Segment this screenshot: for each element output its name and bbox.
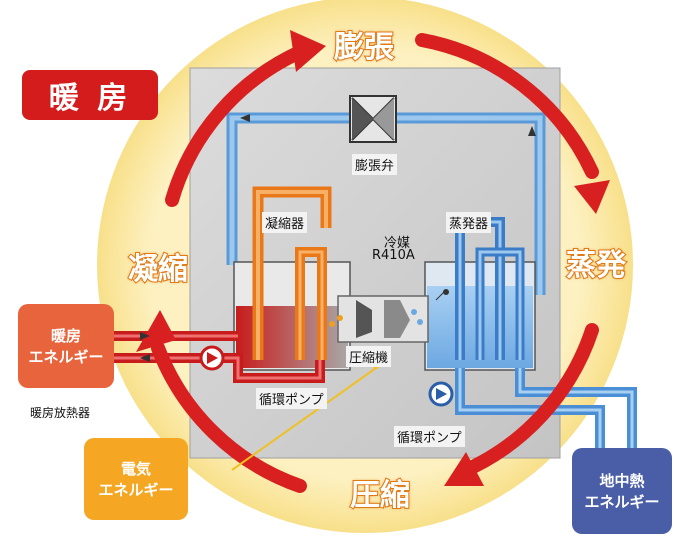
compressor-label: 圧縮機 [346, 346, 392, 367]
expansion-valve [349, 95, 397, 143]
geothermal-energy-line2: エネルギー [584, 493, 660, 511]
stage-compression: 圧縮 [349, 477, 411, 514]
circulation-pump-left [199, 345, 225, 371]
stage-expansion: 膨張 [333, 29, 395, 66]
stage-evaporation: 蒸発 [565, 247, 627, 284]
evaporator-label: 蒸発器 [446, 212, 492, 233]
electric-energy-line1: 電気 [120, 460, 151, 478]
geothermal-energy-line1: 地中熱 [599, 472, 645, 490]
page-title: 暖 房 [48, 81, 132, 116]
refrigerant-label-1: 冷媒 [384, 236, 411, 251]
refrigerant-label-2: R410A [372, 248, 415, 263]
expansion-valve-label: 膨張弁 [352, 154, 398, 175]
circulation-pump-right [428, 381, 454, 407]
pump-right-label: 循環ポンプ [394, 426, 465, 447]
pump-left-label: 循環ポンプ [256, 388, 327, 409]
cycle-arrows [151, 33, 599, 493]
heating-energy-box: 暖房 エネルギー [18, 304, 114, 388]
compressor [329, 295, 429, 343]
cycle-arrowheads [136, 30, 610, 486]
heating-energy-line1: 暖房 [50, 327, 81, 345]
stage-condensation: 凝縮 [127, 251, 189, 288]
electric-energy-box: 電気 エネルギー [84, 438, 188, 520]
geothermal-energy-box: 地中熱 エネルギー [572, 448, 672, 534]
electric-energy-line2: エネルギー [98, 481, 174, 499]
condenser-label: 凝縮器 [262, 212, 308, 233]
heating-energy-line2: エネルギー [28, 348, 104, 366]
page-title-box: 暖 房 [22, 70, 158, 120]
heating-radiator-label: 暖房放熱器 [30, 406, 91, 420]
condenser-tank [233, 261, 351, 371]
